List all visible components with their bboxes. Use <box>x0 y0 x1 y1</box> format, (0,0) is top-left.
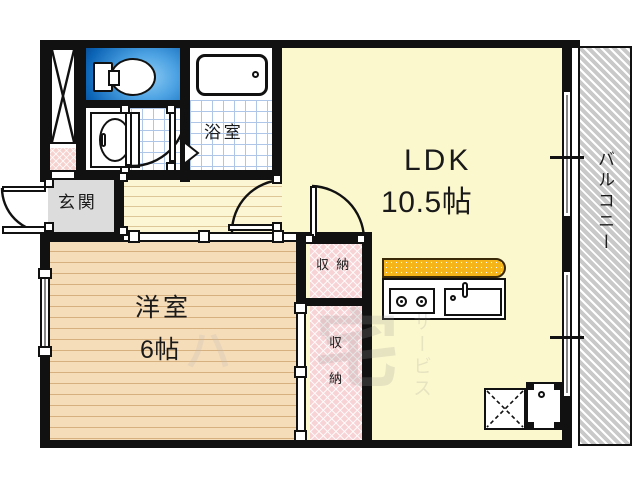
wall-storage-right <box>362 232 372 448</box>
balcony-edge-wall <box>570 40 580 48</box>
exterior-wall-right-upper <box>562 40 572 90</box>
bedroom-sliding-door-pull-left <box>128 230 140 243</box>
bath-door-arrow-icon <box>183 139 200 167</box>
hall-corner-joint-a <box>118 172 128 182</box>
label-genkan: 玄関 <box>58 193 98 212</box>
closet-door-hinge <box>304 234 314 244</box>
exterior-wall-right-pier <box>562 218 572 270</box>
appliance-box-corner-tr <box>554 383 561 390</box>
front-door-hinge <box>44 178 54 188</box>
label-storage-lower-2: 納 <box>329 371 344 386</box>
appliance-box-dial <box>538 391 545 398</box>
genkan-side-closet <box>50 148 76 170</box>
exterior-wall-genkan-left <box>40 170 50 182</box>
bath-door-leaf[interactable] <box>169 112 176 162</box>
exterior-wall-left-bedroom-lower <box>40 352 50 448</box>
kitchen-counter <box>382 258 506 278</box>
wall-genkan-right <box>114 178 124 234</box>
label-bedroom-area: 6帖 <box>140 336 180 364</box>
kitchen-sink <box>444 288 502 316</box>
wall-shoe-cabinet-right <box>76 40 86 180</box>
label-bedroom-name: 洋室 <box>135 294 192 322</box>
exterior-wall-right-lower <box>562 398 572 448</box>
exterior-wall-left-bedroom-upper <box>40 232 50 272</box>
balcony-slider-lower-handle <box>550 336 584 339</box>
balcony-slider-upper[interactable] <box>562 90 572 218</box>
wall-corridor-top <box>76 170 282 180</box>
genkan-shoe-closet-face[interactable] <box>50 170 76 180</box>
bath-door-jamb <box>166 162 176 172</box>
room-storage-upper-fill <box>310 244 362 298</box>
bedroom-sliding-door-pull-right <box>272 230 284 243</box>
bedroom-sliding-door-pull-mid <box>198 230 210 243</box>
bath-door-hinge <box>166 104 176 114</box>
stove-burner-left <box>396 296 407 307</box>
room-storage-lower-fill <box>310 306 362 440</box>
label-ldk-area: 10.5帖 <box>381 186 473 219</box>
appliance-box-corner-bl <box>527 422 534 429</box>
room-balcony-fill <box>578 46 632 446</box>
ldk-door-hinge <box>272 174 282 184</box>
storage-lower-door-pull-bottom <box>294 430 307 442</box>
bedroom-window-stop-top <box>38 268 52 279</box>
bedroom-window-stop-bottom <box>38 346 52 357</box>
front-door-jamb <box>44 222 54 232</box>
bedroom-sliding-door-track[interactable] <box>124 232 296 242</box>
exterior-wall-top <box>40 40 570 48</box>
appliance-box-corner-br <box>554 422 561 429</box>
label-storage-upper: 収 納 <box>316 257 352 272</box>
closet-door-swing-arc <box>311 184 366 239</box>
washbasin-faucet <box>101 133 106 147</box>
stove-burner-right-center <box>420 300 423 303</box>
bedroom-window[interactable] <box>40 272 50 352</box>
label-balcony: バルコニー <box>595 150 614 254</box>
gas-stove <box>389 288 435 314</box>
label-ldk-name: LDK <box>404 144 472 177</box>
storage-lower-door-pull-top <box>294 302 307 314</box>
sink-drain <box>450 295 456 301</box>
shoe-cabinet-x-icon <box>50 49 76 143</box>
exterior-wall-left-upper <box>40 40 50 180</box>
balcony-slider-upper-handle <box>550 156 584 159</box>
balcony-slider-lower[interactable] <box>562 270 572 398</box>
bathtub-drain <box>252 71 259 78</box>
room-genkan-fill <box>48 178 124 238</box>
wall-storage-divider <box>306 298 366 306</box>
room-bedroom-fill <box>50 240 304 440</box>
washing-machine-x-icon <box>486 390 524 428</box>
front-door-leaf-closed[interactable] <box>2 226 48 234</box>
hall-corner-joint-b <box>118 226 128 236</box>
shoe-cabinet-box <box>50 48 76 144</box>
closet-door-jamb <box>356 234 366 244</box>
wall-toilet-bottom <box>86 100 186 108</box>
appliance-box-corner-tl <box>527 383 534 390</box>
bath-floor <box>190 100 274 174</box>
label-storage-lower-1: 収 <box>329 335 344 350</box>
stove-burner-left-center <box>400 300 403 303</box>
stove-burner-right <box>416 296 427 307</box>
wall-bath-right <box>272 40 282 182</box>
washroom-door-hinge <box>120 104 130 114</box>
label-bath: 浴室 <box>204 123 244 142</box>
washroom-door-swing-arc <box>131 111 188 168</box>
sink-faucet <box>462 282 468 298</box>
storage-lower-door-pull-mid <box>294 366 307 378</box>
wall-bath-left <box>180 40 190 182</box>
toilet-seat-neck <box>108 70 120 86</box>
